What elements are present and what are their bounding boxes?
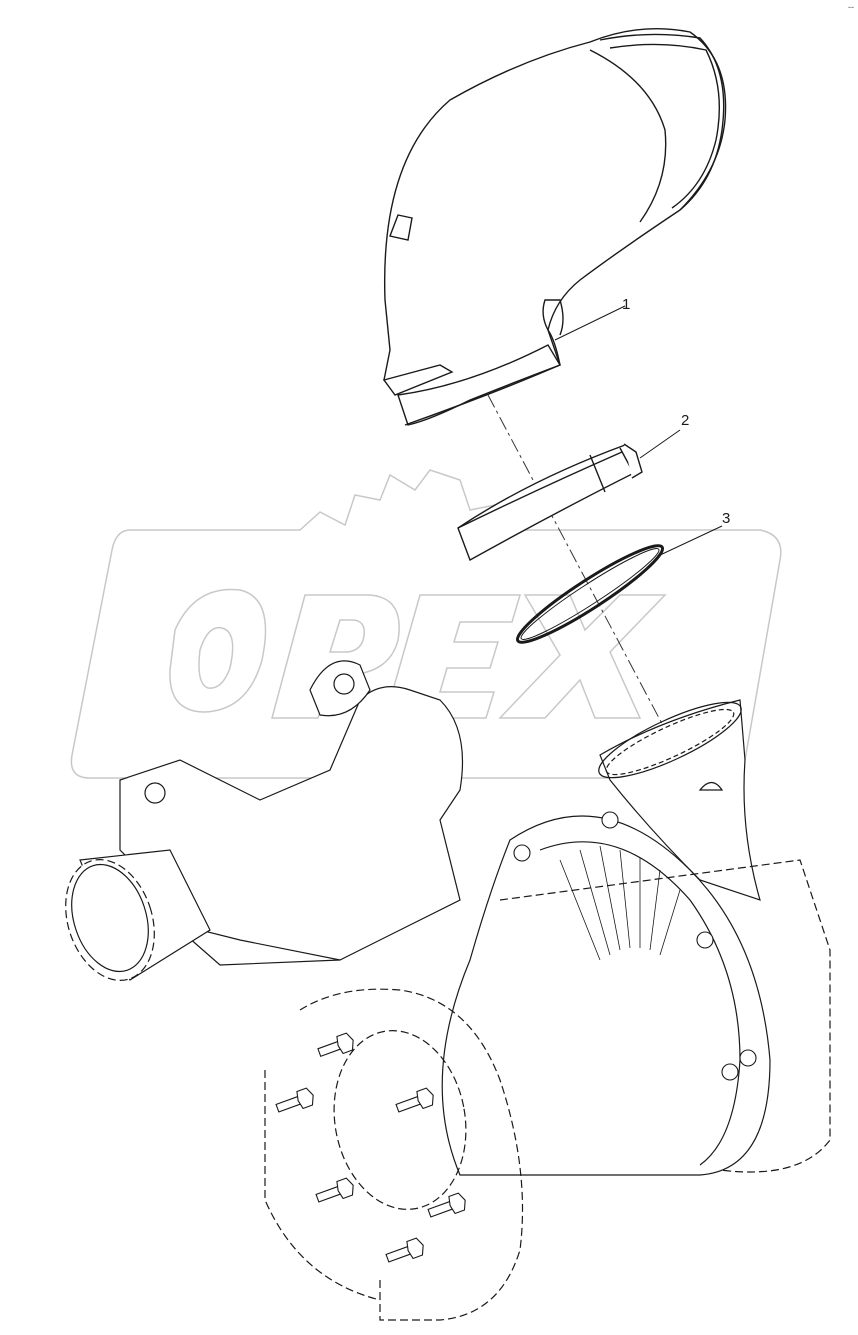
callout-2-leader: [639, 429, 681, 459]
callout-2-label: 2: [681, 412, 690, 429]
corner-mark: --: [848, 2, 854, 12]
part-3-o-ring: [515, 544, 665, 644]
part-2-clamp-band: [457, 443, 643, 562]
part-1-elbow-pipe: [382, 27, 727, 426]
callout-1-leader: [554, 305, 626, 341]
callout-3-label: 3: [722, 510, 731, 527]
exhaust-manifold: [119, 660, 464, 966]
mounting-studs: [275, 811, 757, 1263]
manifold-inlet-pipe: [65, 849, 211, 981]
assembly-centerline: [487, 394, 669, 736]
callout-3-leader: [657, 525, 723, 557]
callout-1-label: 1: [622, 296, 631, 313]
turbocharger-housing: [264, 699, 831, 1321]
